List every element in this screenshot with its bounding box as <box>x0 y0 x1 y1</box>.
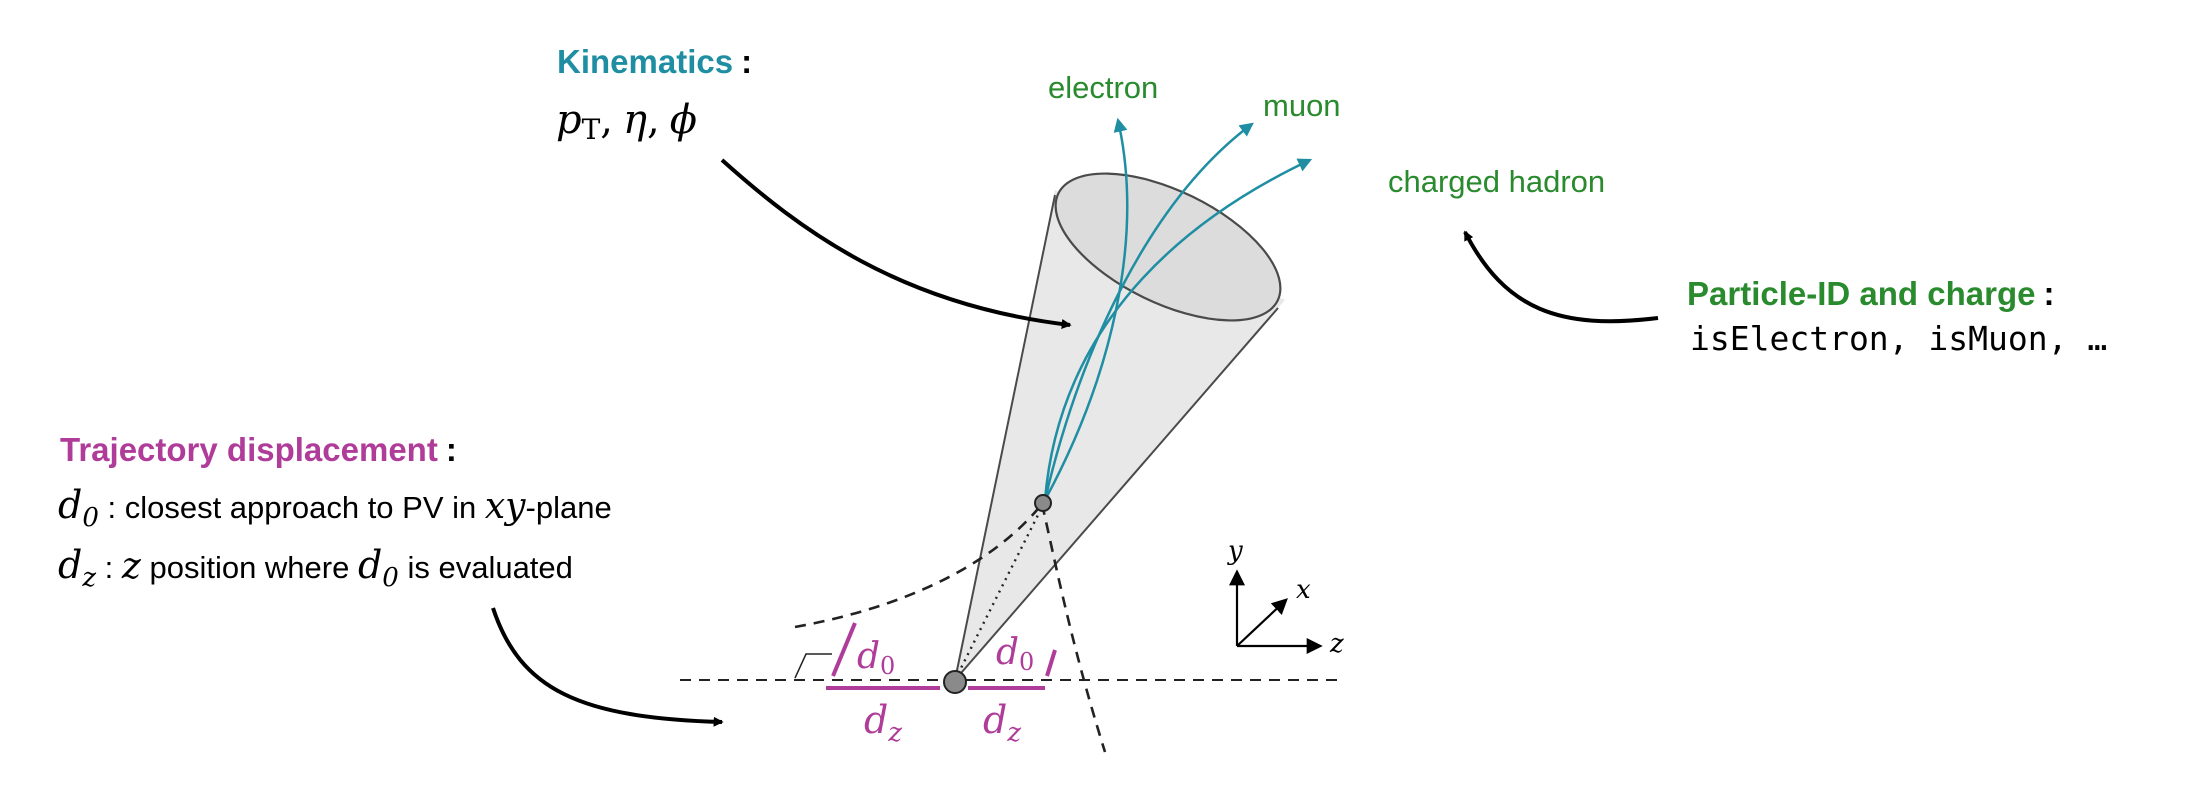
electron-label: electron <box>1048 70 1158 105</box>
dz-left-label: dz <box>864 698 902 748</box>
d0-left-label: d0 <box>857 636 895 680</box>
d0-definition: d0 : closest approach to PV in xy-plane <box>58 483 612 533</box>
hadron-label: charged hadron <box>1388 164 1605 199</box>
secondary-vertex-icon <box>1034 494 1052 512</box>
displaced-trajectory <box>794 503 1044 629</box>
hadron-track <box>1043 158 1313 501</box>
kinematics-title: Kinematics: <box>557 43 752 80</box>
pid-vars: isElectron, isMuon, … <box>1690 319 2107 358</box>
axis-y-label: y <box>1227 536 1243 566</box>
cone-icon <box>954 172 1285 681</box>
trajectory-title: Trajectory displacement: <box>60 431 457 468</box>
axis-x-label: x <box>1296 575 1311 605</box>
kinematics-arrow-icon <box>720 158 1072 329</box>
axes-icon: y x z <box>1227 536 1344 659</box>
kinematics-vars: pT,η,ϕ <box>556 97 697 146</box>
dz-definition: dz : z position where d0 is evaluated <box>58 543 573 593</box>
d0-right-label: d0 <box>996 632 1034 676</box>
displacement-markers <box>794 622 1057 690</box>
dz-right-label: dz <box>983 698 1021 748</box>
axis-z-label: z <box>1329 629 1344 659</box>
pid-arrow-icon <box>1463 230 1659 324</box>
particle-tracks <box>1043 117 1313 501</box>
pid-title: Particle-ID and charge: <box>1687 275 2054 312</box>
primary-vertex-icon <box>943 670 967 694</box>
muon-track <box>1043 122 1254 501</box>
displaced-trajectory-lower <box>1040 503 1107 753</box>
muon-label: muon <box>1263 88 1341 123</box>
trajectory-arrow-icon <box>491 607 724 727</box>
